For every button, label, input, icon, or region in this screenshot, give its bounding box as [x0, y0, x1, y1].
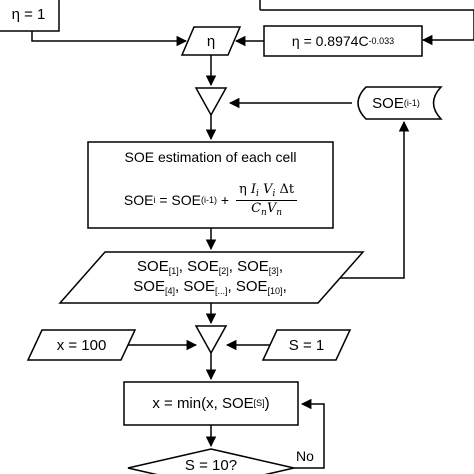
- min-prefix: x = min(x, SOE: [152, 395, 254, 412]
- estimation-box: [87, 141, 334, 229]
- eta-io-text: η: [206, 32, 216, 50]
- x-init-parallelogram: [26, 329, 137, 361]
- sep-5: ,: [227, 278, 236, 295]
- no-edge-text: No: [296, 448, 314, 464]
- sep-3: ,: [278, 258, 283, 275]
- formula-lhs-sub: i: [153, 194, 156, 205]
- estimation-title: SOE estimation of each cell: [88, 146, 333, 168]
- den-v: V: [266, 200, 277, 216]
- soe-prev-label: SOE(i-1): [358, 87, 434, 119]
- list-to-soe-prev-loop: [340, 120, 410, 279]
- eta-formula-box: [263, 25, 423, 57]
- formula-plus: +: [217, 192, 233, 208]
- merge-triangle-2: [194, 325, 228, 355]
- formula-lhs: SOE: [123, 192, 154, 208]
- s-init-parallelogram: [261, 329, 352, 361]
- soe-1-sub: [1]: [168, 266, 179, 276]
- merge-triangle-1: [194, 87, 228, 117]
- formula-denominator: CnVn: [251, 201, 282, 218]
- no-edge-label: No: [290, 447, 320, 465]
- min-suffix: ): [264, 395, 270, 412]
- formula-fraction: η Ii Vi Δt CnVn: [235, 181, 298, 218]
- soe-2-sub: [2]: [218, 266, 229, 276]
- eta-init-to-eta-arrow: [31, 31, 188, 47]
- formula-eq: = SOE: [155, 192, 201, 208]
- s-init-text: S = 1: [288, 336, 325, 354]
- eta-init-text: η = 1: [11, 6, 46, 23]
- formula-prev-sub: (i-1): [201, 194, 217, 205]
- decision-diamond: [127, 448, 295, 474]
- no-loop-connector: [294, 398, 325, 469]
- soe-list-line1: SOE[1], SOE[2], SOE[3],: [137, 259, 283, 276]
- eta-formula-label: η = 0.8974C-0.033: [264, 26, 422, 56]
- s-init-label: S = 1: [263, 330, 350, 360]
- num-v-sub: i: [272, 188, 276, 199]
- soe-list-line2: SOE[4], SOE[...], SOE[10],: [133, 279, 286, 296]
- num-i-sub: i: [256, 188, 259, 199]
- num-v: V: [258, 181, 273, 197]
- sep-2: ,: [228, 258, 238, 275]
- soe-3: SOE: [237, 258, 269, 275]
- soe-n-sub: [...]: [215, 286, 228, 296]
- eta-formula-feed-line: [421, 10, 474, 46]
- den-v-sub: n: [276, 207, 282, 218]
- top-loop-connector: [259, 0, 474, 11]
- sep-6: ,: [282, 278, 287, 295]
- min-sub: [S]: [253, 398, 265, 408]
- sep-1: ,: [178, 258, 188, 275]
- num-eta: η: [238, 181, 251, 197]
- eta-io-label: η: [182, 27, 240, 55]
- eta-init-box: [0, 0, 60, 32]
- num-dt: Δt: [275, 181, 295, 197]
- eta-formula-prefix: η = 0.8974C: [291, 33, 369, 49]
- x-init-label: x = 100: [28, 330, 135, 360]
- sep-4: ,: [174, 278, 184, 295]
- soe-3-sub: [3]: [268, 266, 279, 276]
- soe-1: SOE: [137, 258, 169, 275]
- den-c-sub: n: [261, 207, 267, 218]
- den-c: C: [251, 200, 262, 216]
- soe-10-sub: [10]: [267, 286, 283, 296]
- soe-n: SOE: [183, 278, 215, 295]
- num-i: I: [250, 181, 257, 197]
- estimation-title-text: SOE estimation of each cell: [124, 149, 297, 165]
- eta-formula-exponent: -0.033: [368, 35, 395, 46]
- eta-init-label: η = 1: [0, 0, 57, 29]
- soe-4-sub: [4]: [164, 286, 175, 296]
- soe-2: SOE: [187, 258, 219, 275]
- soe-list-label: SOE[1], SOE[2], SOE[3], SOE[4], SOE[...]…: [70, 252, 350, 303]
- soe-4: SOE: [133, 278, 165, 295]
- min-box-label: x = min(x, SOE[S]): [124, 382, 298, 425]
- soe-10: SOE: [235, 278, 268, 295]
- x-init-text: x = 100: [56, 336, 107, 354]
- soe-prev-text: SOE: [372, 94, 404, 112]
- formula-numerator: η Ii Vi Δt: [235, 181, 298, 201]
- decision-text: S = 10?: [184, 456, 238, 474]
- soe-prev-stored-data: [357, 86, 443, 120]
- soe-prev-sub: (i-1): [403, 97, 420, 108]
- decision-label: S = 10?: [150, 456, 272, 474]
- soe-list-parallelogram: [58, 251, 365, 304]
